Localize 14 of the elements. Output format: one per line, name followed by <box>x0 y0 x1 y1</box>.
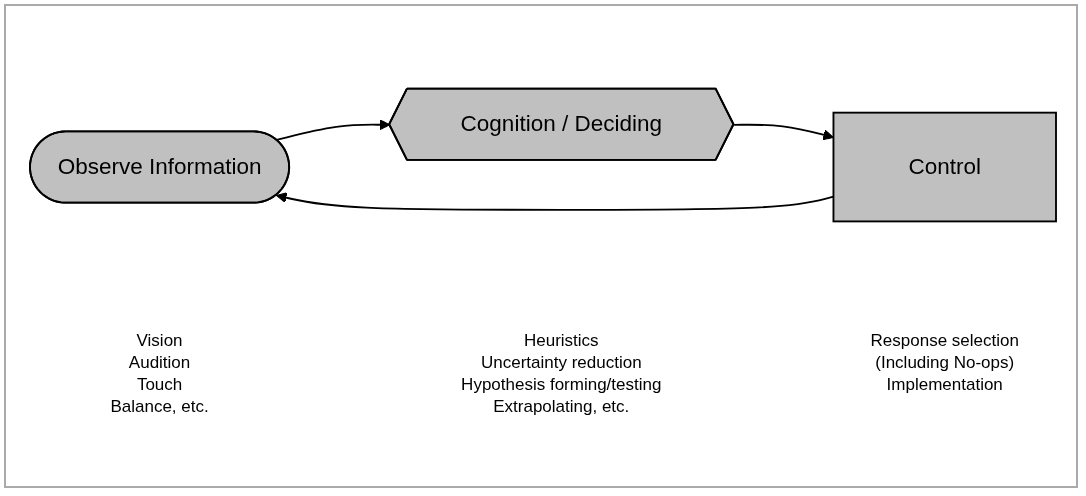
node-note: Extrapolating, etc. <box>492 396 631 418</box>
arrow <box>275 119 391 141</box>
node-note: Heuristics <box>522 330 600 352</box>
node-note: Response selection <box>870 330 1019 352</box>
node-note: Implementation <box>885 374 1004 396</box>
node-note: Balance, etc. <box>110 396 209 418</box>
node-note: (Including No-ops) <box>874 352 1016 374</box>
node-note: Uncertainty reduction <box>479 352 643 374</box>
node-note: Hypothesis forming/testing <box>461 374 662 396</box>
node-box: Control <box>832 111 1057 223</box>
node-note: Audition <box>127 352 192 374</box>
node-note: Vision <box>135 330 184 352</box>
arrow <box>733 123 834 141</box>
node-note: Touch <box>135 374 184 396</box>
